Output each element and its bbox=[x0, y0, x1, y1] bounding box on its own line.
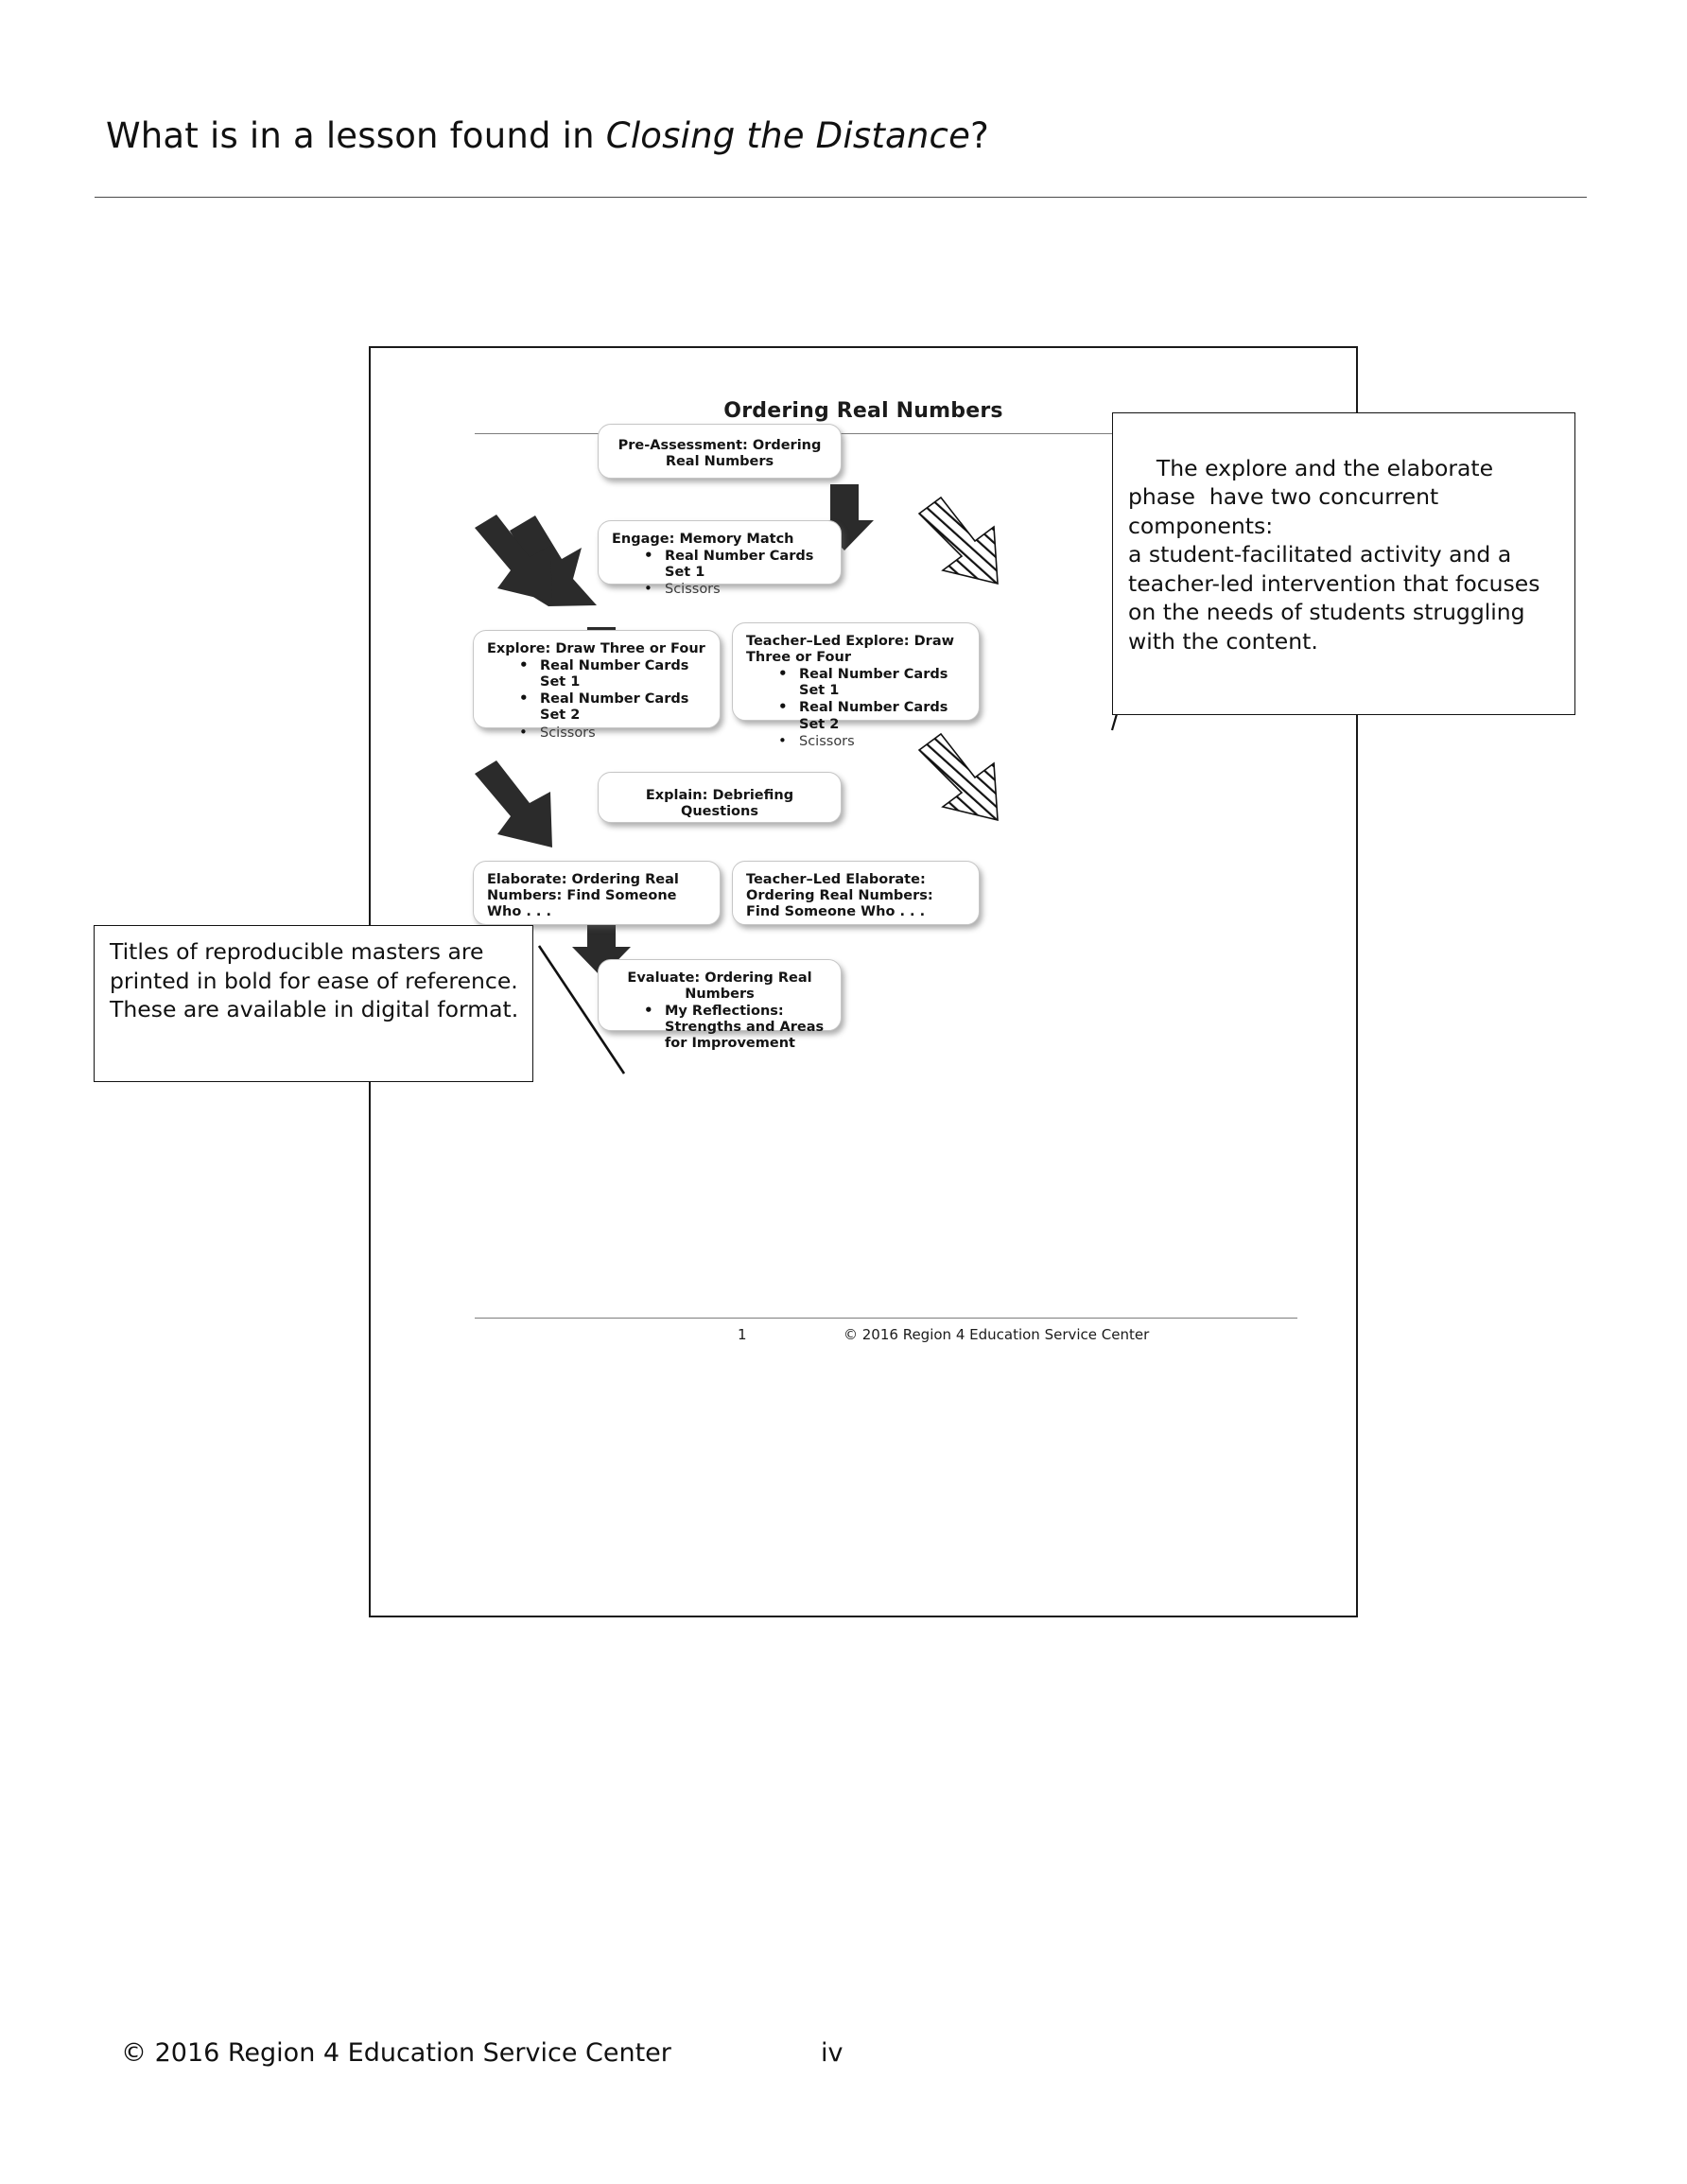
lesson-page-heading-rule bbox=[475, 433, 1297, 434]
flow-box-header: Pre-Assessment: Ordering Real Numbers bbox=[617, 438, 822, 470]
flow-box-pre-assessment[interactable]: Pre-Assessment: Ordering Real Numbers bbox=[598, 424, 842, 479]
lesson-page-footer-rule bbox=[475, 1318, 1297, 1319]
page-title: What is in a lesson found in Closing the… bbox=[106, 115, 989, 156]
page-title-italic: Closing the Distance bbox=[605, 115, 971, 156]
flow-box-header: Evaluate: Ordering Real Numbers bbox=[627, 970, 812, 1003]
list-item: Scissors bbox=[778, 733, 965, 750]
list-item: Real Number Cards Set 2 bbox=[519, 690, 706, 724]
callout-right[interactable]: The explore and the elaborate phase have… bbox=[1112, 412, 1575, 715]
list-item: Scissors bbox=[519, 725, 706, 742]
title-divider bbox=[95, 197, 1587, 198]
flow-box-engage[interactable]: Engage: Memory Match Real Number Cards S… bbox=[598, 520, 842, 598]
slide-footer-copyright: © 2016 Region 4 Education Service Center bbox=[121, 2038, 671, 2068]
flow-box-header: Explain: Debriefing Questions bbox=[645, 788, 794, 820]
flow-box-items: My Reflections: Strengths and Areas for … bbox=[612, 1003, 827, 1052]
page-title-suffix: ? bbox=[970, 115, 989, 156]
callout-left[interactable]: Titles of reproducible masters are print… bbox=[94, 925, 533, 1082]
flow-box-header: Explore: Draw Three or Four bbox=[487, 641, 705, 656]
flow-box-header: Elaborate: Ordering Real Numbers: Find S… bbox=[487, 872, 679, 920]
list-item: Real Number Cards Set 1 bbox=[644, 548, 827, 581]
lesson-page-heading: Ordering Real Numbers bbox=[723, 399, 1003, 423]
slide-footer: © 2016 Region 4 Education Service Center… bbox=[121, 2038, 843, 2068]
list-item: Real Number Cards Set 1 bbox=[519, 657, 706, 690]
page-title-prefix: What is in a lesson found in bbox=[106, 115, 606, 156]
slide-footer-page: iv bbox=[821, 2038, 844, 2068]
list-item: Scissors bbox=[644, 581, 827, 598]
flow-box-items: Real Number Cards Set 1 Real Number Card… bbox=[746, 666, 965, 750]
flow-box-explain[interactable]: Explain: Debriefing Questions bbox=[598, 772, 842, 823]
flow-box-evaluate[interactable]: Evaluate: Ordering Real Numbers My Refle… bbox=[598, 959, 842, 1051]
callout-right-text: The explore and the elaborate phase have… bbox=[1128, 454, 1540, 655]
list-item: Real Number Cards Set 2 bbox=[778, 699, 965, 732]
flow-box-header: Teacher–Led Explore: Draw Three or Four bbox=[746, 634, 955, 666]
flow-box-explore[interactable]: Explore: Draw Three or Four Real Number … bbox=[473, 630, 721, 741]
arrow-engage-to-explore bbox=[475, 515, 597, 606]
flow-box-elaborate[interactable]: Elaborate: Ordering Real Numbers: Find S… bbox=[473, 861, 721, 925]
list-item: Real Number Cards Set 1 bbox=[778, 666, 965, 699]
list-item: My Reflections: Strengths and Areas for … bbox=[644, 1003, 827, 1052]
arrow-engage-to-teacher-explore bbox=[917, 496, 999, 585]
flow-box-items: Real Number Cards Set 1 Scissors bbox=[612, 548, 827, 598]
lesson-page-number: 1 bbox=[738, 1326, 747, 1343]
flow-box-header: Engage: Memory Match bbox=[612, 532, 794, 547]
flow-box-teacher-led-explore[interactable]: Teacher–Led Explore: Draw Three or Four … bbox=[732, 622, 980, 749]
callout-left-text: Titles of reproducible masters are print… bbox=[110, 938, 519, 1023]
lesson-page-copyright: © 2016 Region 4 Education Service Center bbox=[844, 1326, 1150, 1343]
flow-box-items: Real Number Cards Set 1 Real Number Card… bbox=[487, 657, 706, 742]
arrow-explain-to-elaborate bbox=[475, 760, 552, 847]
flow-box-teacher-led-elaborate[interactable]: Teacher–Led Elaborate: Ordering Real Num… bbox=[732, 861, 980, 925]
flow-box-header: Teacher–Led Elaborate: Ordering Real Num… bbox=[746, 872, 933, 920]
